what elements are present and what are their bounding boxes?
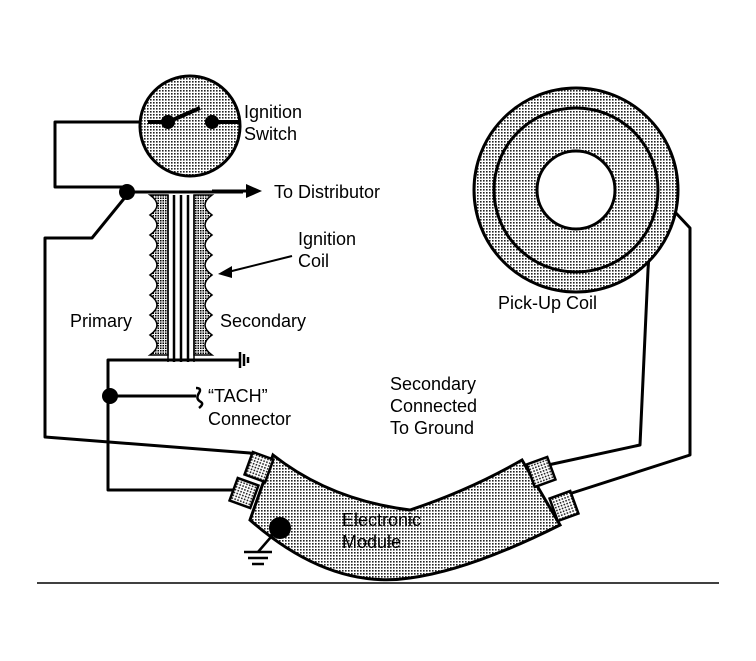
label-tach-connector-2: Connector: [208, 409, 291, 429]
switch-contact-a: [161, 115, 175, 129]
label-tach-connector-1: “TACH”: [208, 386, 268, 406]
label-ignition-coil-2: Coil: [298, 251, 329, 271]
ignition-switch-housing: [138, 74, 242, 178]
pickup-coil: [472, 86, 680, 294]
arrow-coil-pointer: [218, 255, 293, 278]
ignition-switch: [138, 74, 242, 178]
label-to-distributor: To Distributor: [274, 182, 380, 202]
label-secondary-ground-2: Connected: [390, 396, 477, 416]
tach-connector-icon: [195, 386, 204, 409]
label-electronic-module-2: Module: [342, 532, 401, 552]
secondary-winding: [193, 194, 215, 356]
label-ignition-coil-1: Ignition: [298, 229, 356, 249]
junction-dot-tach: [102, 388, 118, 404]
electronic-module: [227, 450, 581, 582]
labels: Ignition Switch To Distributor Ignition …: [70, 102, 597, 552]
label-electronic-module-1: Electronic: [342, 510, 421, 530]
switch-contact-b: [205, 115, 219, 129]
label-pickup-coil: Pick-Up Coil: [498, 293, 597, 313]
label-secondary-ground-3: To Ground: [390, 418, 474, 438]
arrow-to-distributor: [212, 184, 262, 198]
label-secondary-ground-1: Secondary: [390, 374, 476, 394]
label-secondary: Secondary: [220, 311, 306, 331]
ignition-coil: [147, 194, 240, 362]
junction-dot-top: [119, 184, 135, 200]
wire-coil-bottom: [106, 358, 155, 395]
wire-switch-to-coil: [53, 120, 160, 189]
label-ignition-switch-1: Ignition: [244, 102, 302, 122]
primary-winding: [147, 194, 169, 356]
wire-tach-to-module: [106, 395, 240, 492]
ground-icon-module: [244, 529, 278, 566]
module-housing: [248, 452, 563, 582]
wire-pickup-lead-b: [571, 210, 692, 495]
label-ignition-switch-2: Switch: [244, 124, 297, 144]
ground-icon-coil: [238, 352, 250, 368]
label-primary: Primary: [70, 311, 132, 331]
